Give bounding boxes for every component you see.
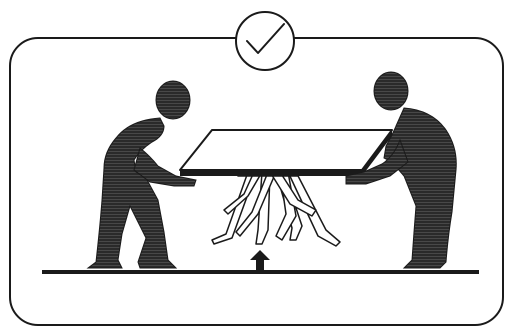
up-arrow-icon bbox=[250, 250, 270, 272]
table-base bbox=[212, 168, 340, 246]
person-right-body bbox=[384, 108, 456, 268]
person-right-head bbox=[374, 72, 408, 110]
person-left bbox=[88, 81, 196, 268]
person-left-head bbox=[156, 81, 190, 119]
table-top bbox=[180, 130, 392, 176]
checkmark-badge bbox=[236, 12, 294, 70]
person-left-body bbox=[88, 118, 176, 268]
